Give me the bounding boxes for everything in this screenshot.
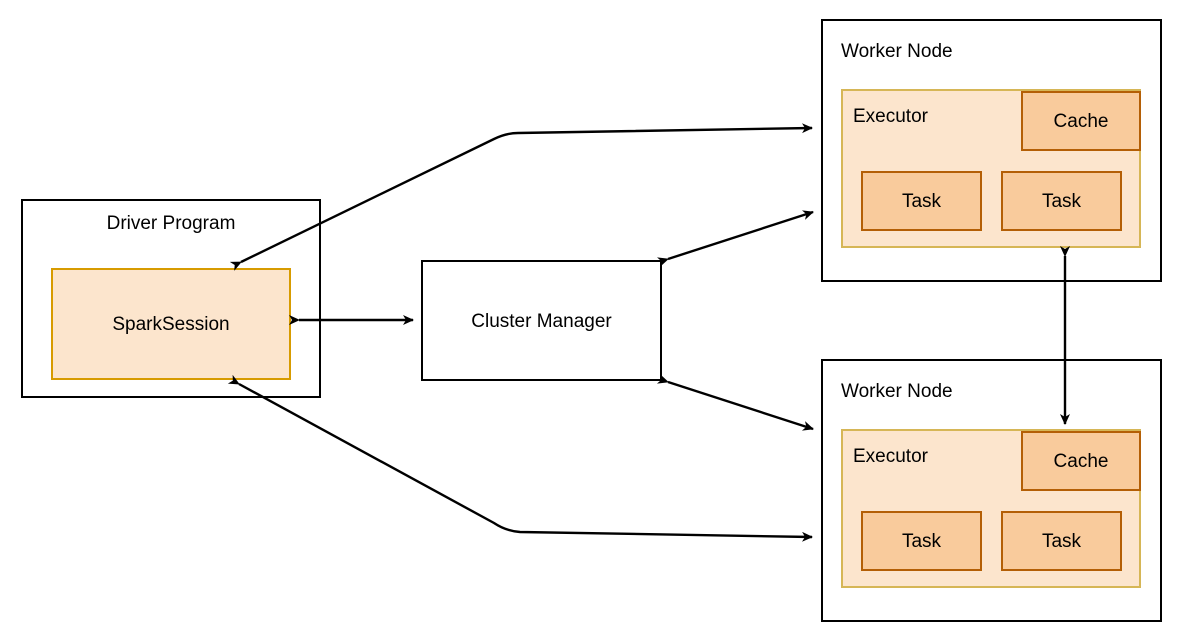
worker-node-1-cache-box[interactable]: Cache [1021,91,1141,151]
worker-node-2-label: Worker Node [841,381,953,402]
worker-node-1-label: Worker Node [841,41,953,62]
worker-node-2-task-2-box[interactable]: Task [1001,511,1122,571]
connector-cluster-manager-to-worker-1 [656,210,814,267]
worker-node-1-task-2-label: Task [1041,191,1082,212]
worker-node-2-task-1-label: Task [901,531,942,552]
worker-node-2-cache-label: Cache [1053,451,1109,472]
connector-cluster-manager-to-worker-2 [656,374,814,431]
spark-session-label: SparkSession [112,314,230,335]
worker-node-2-executor-label: Executor [853,446,928,467]
worker-node-1-executor-label: Executor [853,106,928,127]
cluster-manager-label: Cluster Manager [471,311,612,332]
cluster-manager-box[interactable]: Cluster Manager [421,260,662,381]
driver-program-label: Driver Program [106,213,236,234]
worker-node-2-task-1-box[interactable]: Task [861,511,982,571]
worker-node-1-task-2-box[interactable]: Task [1001,171,1122,231]
worker-node-1-cache-label: Cache [1053,111,1109,132]
worker-node-1-task-1-label: Task [901,191,942,212]
connector-driver-to-worker-1 [229,123,813,271]
worker-node-1-task-1-box[interactable]: Task [861,171,982,231]
worker-node-2-cache-box[interactable]: Cache [1021,431,1141,491]
worker-node-2-task-2-label: Task [1041,531,1082,552]
connector-driver-to-worker-2 [227,374,813,542]
spark-session-box[interactable]: SparkSession [51,268,291,380]
